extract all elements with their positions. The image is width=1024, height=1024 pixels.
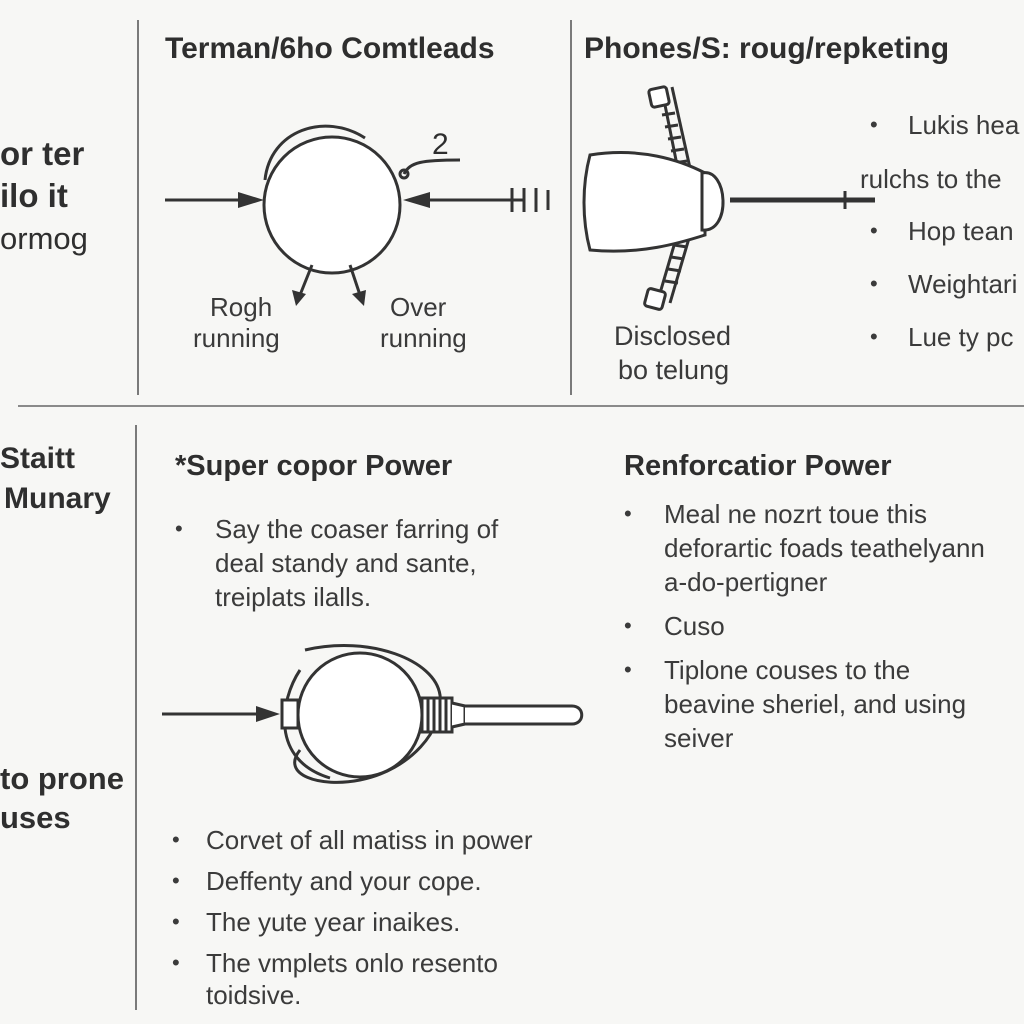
divider-horizontal [18, 405, 1024, 407]
left-label-middle-1: Staitt [0, 442, 75, 475]
bottom-left-bullet-4-cont: toidsive. [206, 980, 302, 1010]
top-right-bullet-3: Weightari [870, 266, 1017, 302]
ring-shaft-diagram [162, 644, 584, 784]
bottom-left-bullet-1: Corvet of all matiss in power [172, 823, 533, 857]
top-right-bullets: Lukis hea [870, 107, 1019, 143]
coupling-diagram [165, 124, 550, 306]
panel-top-right-title: Phones/S: roug/repketing [584, 32, 950, 65]
label-over-running-1: Over [390, 292, 447, 322]
panel-bottom-left-title: *Super copor Power [175, 450, 453, 482]
top-right-bullet-2: Hop tean [870, 213, 1017, 249]
bottom-right-bullet-2: Cuso [624, 609, 985, 643]
intro-line-3: treiplats ilalls. [215, 582, 372, 612]
bottom-left-bullets: Corvet of all matiss in power Deffenty a… [172, 823, 533, 980]
divider-left-top [137, 20, 139, 395]
intro-line-1: Say the coaser farring of [215, 514, 499, 544]
label-rough-running-2: running [193, 323, 280, 353]
left-label-bottom-1: to prone [0, 761, 124, 796]
bottom-right-bullet-1: Meal ne nozrt toue this deforartic foads… [624, 497, 985, 599]
top-right-side-text: rulchs to the [860, 164, 1002, 194]
top-right-bullets-lower: Hop tean Weightari Lue ty pc [870, 213, 1017, 355]
left-label-top-1: or ter [0, 135, 85, 172]
bottom-left-bullet-4: The vmplets onlo resento [172, 946, 533, 980]
br-b1-line3: a-do-pertigner [664, 567, 828, 597]
bottom-left-intro-bullet: Say the coaser farring of deal standy an… [175, 512, 498, 614]
br-b3-line3: seiver [664, 723, 734, 753]
bottom-left-bullet-3: The yute year inaikes. [172, 905, 533, 939]
label-rough-running-1: Rogh [210, 292, 273, 322]
br-b3-line2: beavine sheriel, and using [664, 689, 967, 719]
bottom-right-bullets: Meal ne nozrt toue this deforartic foads… [624, 497, 985, 755]
caption-disclosed-2: bo telung [618, 355, 730, 385]
br-b1-line2: deforartic foads teathelyann [664, 533, 985, 563]
br-b2-line1: Cuso [664, 611, 725, 641]
left-label-bottom-2: uses [0, 800, 71, 835]
left-label-middle-2: Munary [4, 482, 111, 515]
bottom-right-bullet-3: Tiplone couses to the beavine sheriel, a… [624, 653, 985, 755]
intro-line-2: deal standy and sante, [215, 548, 477, 578]
bottom-left-bullet-2: Deffenty and your cope. [172, 864, 533, 898]
divider-middle-top [570, 20, 572, 395]
caption-disclosed-1: Disclosed [614, 321, 732, 351]
panel-top-left-title: Terman/6ho Comtleads [165, 32, 495, 65]
label-over-running-2: running [380, 323, 467, 353]
bottom-left-intro: Say the coaser farring of deal standy an… [175, 512, 498, 614]
top-right-bullet-4: Lue ty pc [870, 319, 1017, 355]
br-b3-line1: Tiplone couses to the [664, 655, 911, 685]
left-label-top-2: ilo it [0, 177, 68, 214]
panel-bottom-right-title: Renforcatior Power [624, 450, 892, 482]
top-right-bullet-1: Lukis hea [870, 107, 1019, 143]
bell-spring-diagram [582, 85, 875, 311]
divider-left-bottom [135, 425, 137, 1010]
part-number-label: 2 [432, 128, 449, 161]
br-b1-line1: Meal ne nozrt toue this [664, 499, 928, 529]
left-label-top-3: ormog [0, 221, 88, 256]
